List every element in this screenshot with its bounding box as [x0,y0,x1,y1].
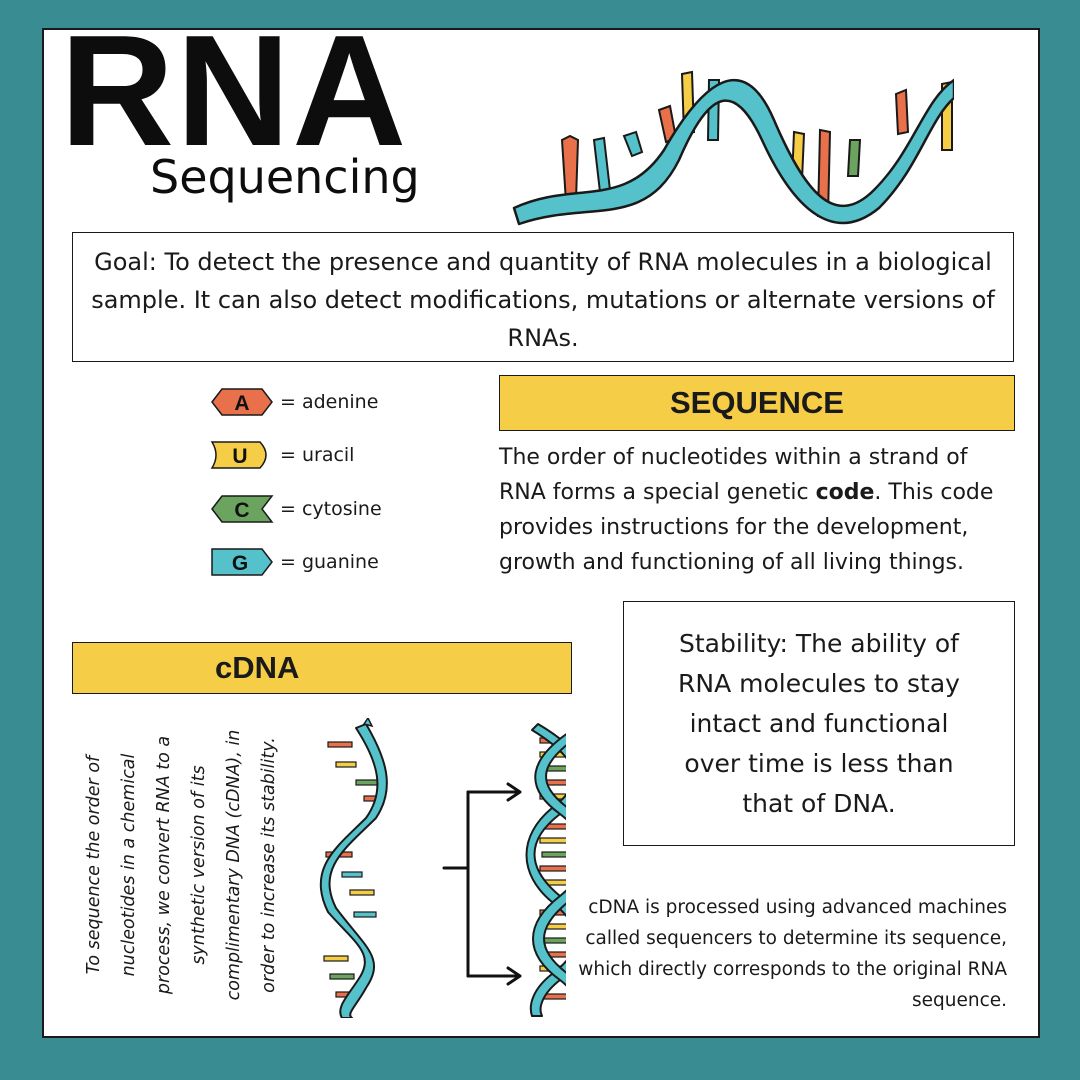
legend-label: = guanine [280,551,379,573]
sequence-heading: SEQUENCE [499,375,1015,431]
goal-box: Goal: To detect the presence and quantit… [72,232,1014,362]
stability-text: Stability: The ability of RNA molecules … [678,628,960,818]
sequence-description: The order of nucleotides within a strand… [499,445,994,575]
adenine-tag-icon: A [211,388,273,416]
rna-helix-illustration [512,70,954,226]
guanine-tag-icon: G [211,548,273,576]
code-term: code [815,480,875,505]
legend-item-guanine: G = guanine [210,547,379,577]
rna-ribbon [512,78,954,226]
legend-letter: C [234,499,249,522]
legend-letter: A [234,392,249,415]
page-title: RNA [60,28,409,179]
poster: RNA Sequencing Goal: To detect the prese… [42,28,1040,1038]
cdna-processing-text: cDNA is processed using advanced machine… [578,897,1007,1011]
legend-letter: U [232,445,247,468]
single-strand-rna-illustration [319,718,388,1018]
cytosine-tag-icon: C [211,495,274,523]
legend-item-cytosine: C = cytosine [210,494,382,524]
legend-item-adenine: A = adenine [210,387,378,417]
cdna-explanation: To sequence the order of nucleotides in … [84,729,279,1001]
stability-box: Stability: The ability of RNA molecules … [623,601,1015,846]
rna-to-cdna-illustration [319,718,566,1018]
double-strand-dna-illustration [525,723,566,1017]
base-guanine-2 [622,130,644,158]
legend-label: = cytosine [280,498,382,520]
base-cytosine-1 [846,139,862,177]
page-subtitle: Sequencing [150,150,420,204]
base-adenine-4 [894,88,910,136]
legend-item-uracil: U = uracil [210,440,354,470]
legend-label: = uracil [280,444,355,466]
legend-label: = adenine [280,391,379,413]
base-adenine-1 [560,134,580,204]
uracil-tag-icon: U [210,441,267,469]
base-guanine-1 [592,136,612,194]
cdna-explanation-wrap: To sequence the order of nucleotides in … [77,720,287,1010]
legend-letter: G [232,552,248,575]
cdna-heading: cDNA [72,642,572,694]
branch-arrow-icon [442,782,522,986]
